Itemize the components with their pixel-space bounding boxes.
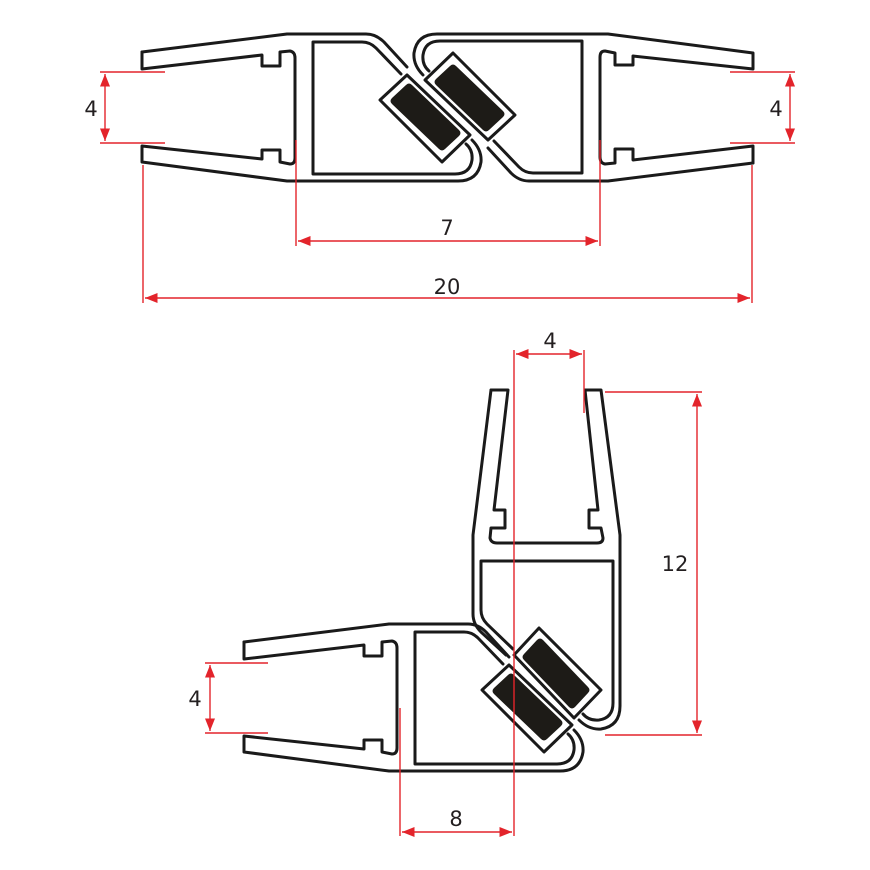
dimension-horizontal-offset: 8 <box>399 708 512 838</box>
dimension-label: 4 <box>543 329 556 353</box>
dimension-vertical-height: 12 <box>605 391 703 736</box>
dimension-label: 4 <box>188 687 201 711</box>
dimension-label: 4 <box>84 97 97 121</box>
dimension-inner-width: 7 <box>295 140 601 247</box>
dimension-overall-width: 20 <box>142 165 753 304</box>
dimension-label: 7 <box>440 216 453 240</box>
dimension-vertical-opening: 4 <box>513 329 585 836</box>
dimension-label: 8 <box>449 807 462 831</box>
dimension-top-left-opening: 4 <box>84 71 165 144</box>
dimension-label: 4 <box>769 97 782 121</box>
top-left-profile <box>140 32 483 183</box>
dimension-label: 12 <box>662 552 689 576</box>
dimension-top-right-opening: 4 <box>730 71 796 144</box>
dimension-label: 20 <box>434 275 461 299</box>
dimension-horizontal-opening: 4 <box>188 662 268 734</box>
top-right-profile <box>412 32 755 183</box>
